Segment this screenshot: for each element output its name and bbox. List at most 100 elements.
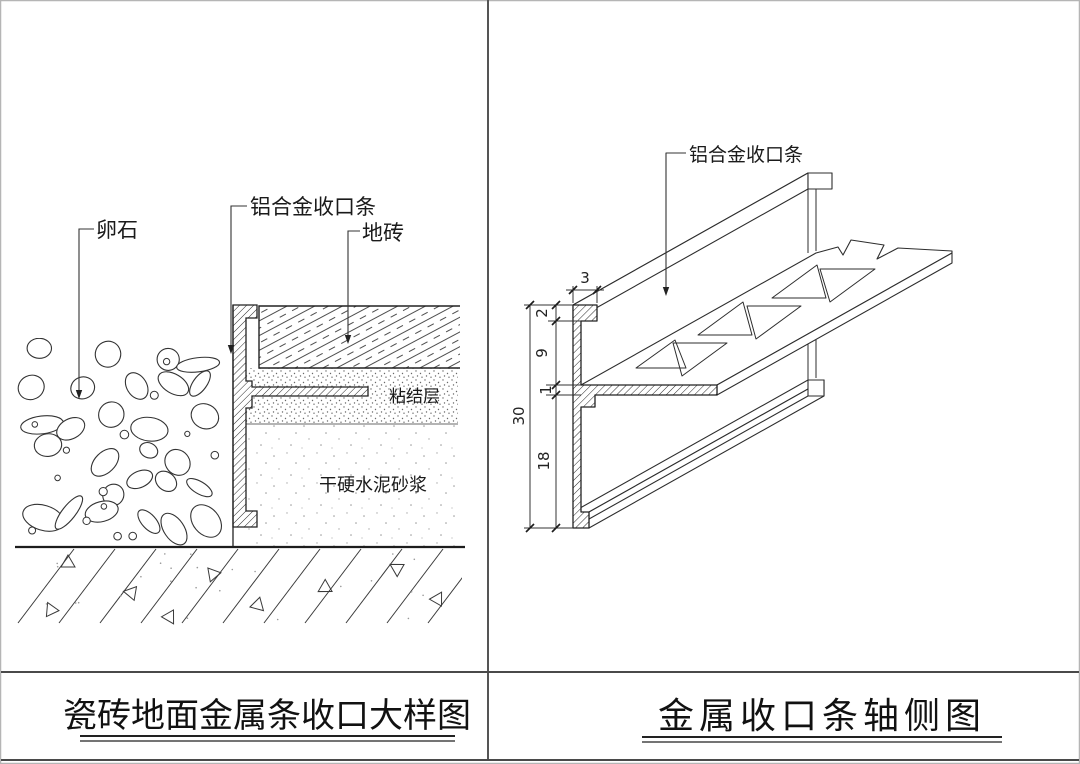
pebble [190, 403, 220, 430]
right-axonometric-drawing: 3 2 9 1 18 30 铝合金收口条 [510, 144, 953, 533]
pebble-fill-region [17, 338, 223, 546]
arrow-down-icon [662, 287, 670, 296]
concrete-speck [413, 558, 416, 561]
concrete-speck [140, 575, 142, 578]
concrete-hatch-line [345, 548, 403, 624]
dim-top-width: 3 [580, 269, 590, 287]
aluminum-strip-label-right: 铝合金收口条 [689, 144, 803, 166]
right-title-block: 金属收口条轴侧图 [642, 696, 1002, 743]
concrete-hatch-line [99, 548, 157, 624]
small-pebble [28, 526, 37, 535]
floor-tile-label: 地砖 [362, 221, 404, 245]
bonding-layer-label: 粘结层 [389, 387, 440, 406]
foot-band [572, 379, 825, 529]
right-drawing-title: 金属收口条轴侧图 [658, 696, 986, 736]
concrete-hatch-line [140, 548, 198, 624]
concrete-speck [186, 617, 189, 619]
small-pebble [119, 429, 130, 440]
pebble-label: 卵石 [96, 218, 138, 242]
pebble [157, 371, 190, 397]
pebble [17, 374, 45, 401]
concrete-speck [159, 562, 162, 564]
pebble [154, 470, 178, 493]
concrete-triangle-symbol [389, 563, 405, 578]
concrete-speck [164, 553, 166, 555]
left-drawing-title: 瓷砖地面金属条收口大样图 [63, 697, 471, 735]
dim-upper-web: 9 [533, 348, 551, 358]
concrete-triangle-symbol [160, 609, 175, 625]
pebble [54, 495, 84, 530]
concrete-speck [410, 591, 413, 593]
concrete-speck [392, 553, 394, 555]
pebble [90, 448, 120, 477]
truss-triangle-holes [635, 264, 876, 377]
small-pebble [113, 531, 122, 541]
concrete-speck [370, 580, 373, 582]
concrete-speck [45, 603, 48, 605]
dim-cap-height: 2 [533, 308, 551, 318]
concrete-triangle-symbol [248, 596, 265, 612]
small-pebble [100, 503, 108, 510]
pebble [130, 416, 169, 442]
arrow-down-icon [227, 345, 235, 354]
concrete-triangle-symbol [428, 591, 443, 607]
concrete-triangle-symbol [45, 601, 60, 618]
concrete-speck [196, 566, 199, 569]
concrete-triangle-symbol [207, 567, 222, 583]
pebble-leader [78, 228, 94, 393]
concrete-speck [407, 617, 410, 620]
concrete-hatch-line [58, 548, 116, 624]
pebble [186, 477, 213, 498]
concrete-speck [254, 570, 256, 573]
pebble [139, 441, 159, 459]
cement-mortar-label: 干硬水泥砂浆 [319, 475, 427, 495]
concrete-hatch-line [222, 548, 280, 624]
concrete-speck [276, 618, 279, 621]
small-pebble [31, 421, 39, 428]
pebble [190, 504, 223, 538]
pebble [70, 376, 96, 400]
concrete-speck [340, 585, 342, 588]
cement-mortar-layer [246, 424, 458, 547]
dim-total-height: 30 [510, 406, 528, 425]
pebble [33, 433, 63, 457]
concrete-hatch-line [386, 548, 444, 624]
strip-leader-right [665, 152, 686, 290]
concrete-triangle-symbol [60, 554, 76, 568]
aluminum-strip-label-left: 铝合金收口条 [250, 195, 376, 219]
tile-leader [347, 230, 360, 338]
floor-tile-section [258, 305, 460, 369]
concrete-triangle-symbol [317, 578, 333, 593]
concrete-speck [219, 589, 221, 592]
small-pebble [62, 446, 71, 454]
leader-arrows-left [75, 335, 352, 399]
concrete-speck [77, 601, 80, 604]
small-pebble [184, 430, 191, 437]
concrete-speck [231, 568, 234, 571]
small-pebble [82, 516, 91, 525]
dim-flange-thickness: 1 [537, 385, 555, 395]
concrete-speck [74, 602, 77, 604]
concrete-speck [170, 580, 172, 582]
pebble [164, 448, 191, 476]
pebble [98, 401, 125, 428]
concrete-hatch-line [263, 548, 321, 624]
pebble [26, 338, 53, 359]
left-title-block: 瓷砖地面金属条收口大样图 [63, 697, 471, 742]
concrete-hatch-line [181, 548, 239, 624]
pebble [176, 356, 221, 373]
small-pebble [54, 474, 61, 482]
arrow-down-icon [344, 335, 352, 344]
left-detail-drawing: 卵石 铝合金收口条 地砖 粘结层 干硬水泥砂浆 [15, 195, 465, 625]
concrete-speck [195, 586, 197, 589]
concrete-speck [170, 567, 172, 569]
pebble [137, 509, 161, 534]
pebble [126, 469, 154, 490]
dim-lower-web: 18 [535, 451, 553, 470]
dimension-ticks [525, 285, 602, 533]
pebble [84, 500, 119, 523]
concrete-base-hatch [17, 548, 462, 625]
leader-lines-left [78, 205, 360, 393]
pebble [160, 512, 188, 546]
